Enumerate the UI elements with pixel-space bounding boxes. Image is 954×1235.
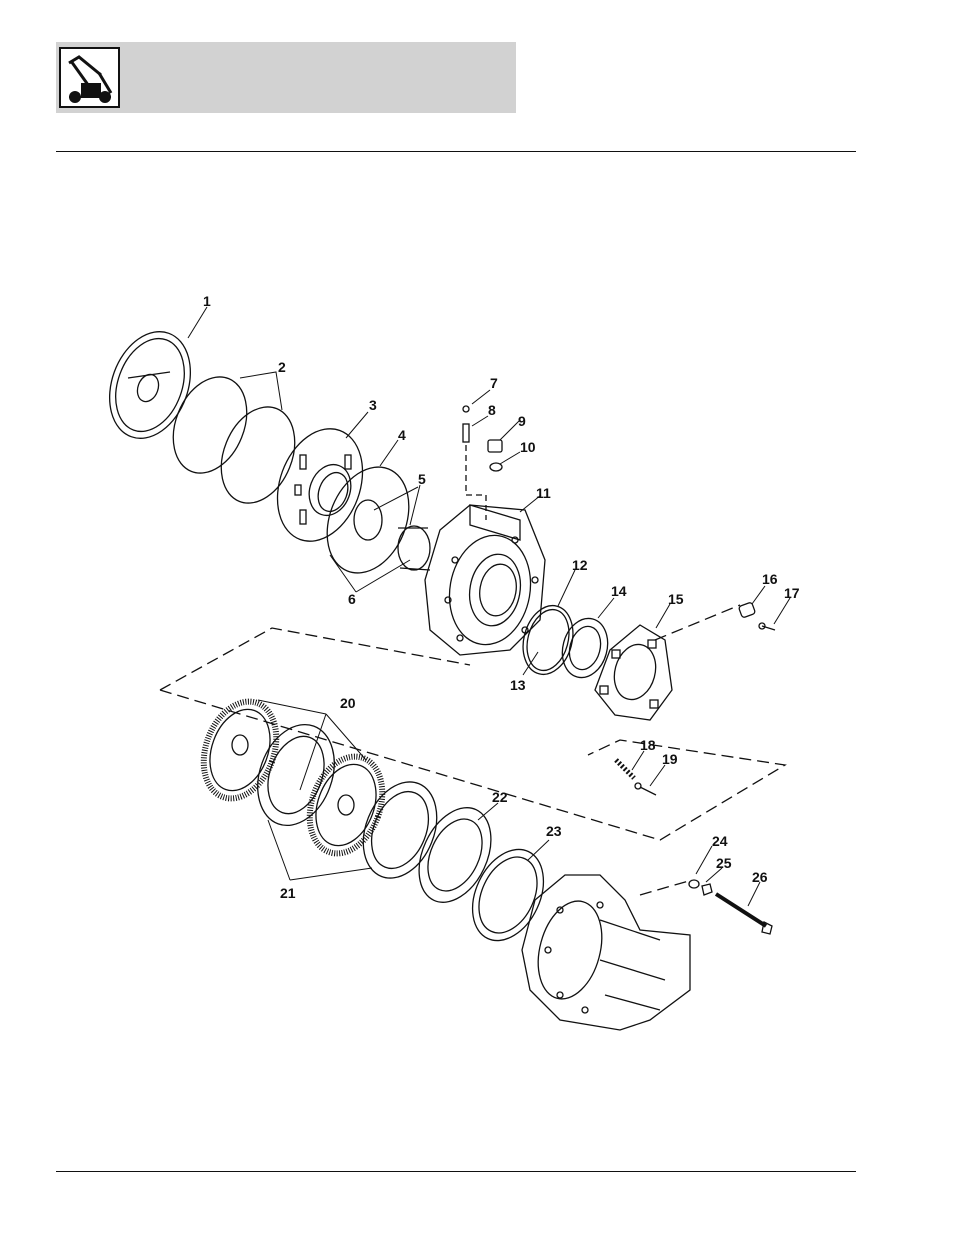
callout-24: 24 [712,833,728,849]
part-endplate-15 [595,625,672,720]
callout-3: 3 [369,397,377,413]
callout-18: 18 [640,737,656,753]
part-housing-11 [425,505,545,655]
callout-7: 7 [490,375,498,391]
callout-6: 6 [348,591,356,607]
callout-2: 2 [278,359,286,375]
part-bushing-5 [354,500,430,570]
part-axle-housing [522,875,690,1030]
callout-20: 20 [340,695,356,711]
callout-21: 21 [280,885,296,901]
callout-17: 17 [784,585,800,601]
callout-4: 4 [398,427,406,443]
part-friction-discs-20 [191,691,395,863]
callout-10: 10 [520,439,536,455]
callout-19: 19 [662,751,678,767]
callout-14: 14 [611,583,627,599]
callout-26: 26 [752,869,768,885]
part-shim-23 [459,838,558,952]
callout-5: 5 [418,471,426,487]
part-backplate-22 [405,796,505,914]
callout-1: 1 [203,293,211,309]
callout-9: 9 [518,413,526,429]
part-disc-1 [95,320,204,449]
callout-13: 13 [510,677,526,693]
part-plug-16-17 [738,602,775,630]
callout-16: 16 [762,571,778,587]
callout-8: 8 [488,402,496,418]
callout-22: 22 [492,789,508,805]
callout-23: 23 [546,823,562,839]
part-bearing-14 [556,613,614,682]
part-spring-bolt-18-19 [616,760,656,795]
callout-12: 12 [572,557,588,573]
callout-15: 15 [668,591,684,607]
assembly-dash-lines [160,605,785,895]
callout-25: 25 [716,855,732,871]
part-fittings-7-10 [463,406,502,520]
callout-11: 11 [536,485,551,501]
part-washer-nut-stud-24-26 [689,880,772,934]
